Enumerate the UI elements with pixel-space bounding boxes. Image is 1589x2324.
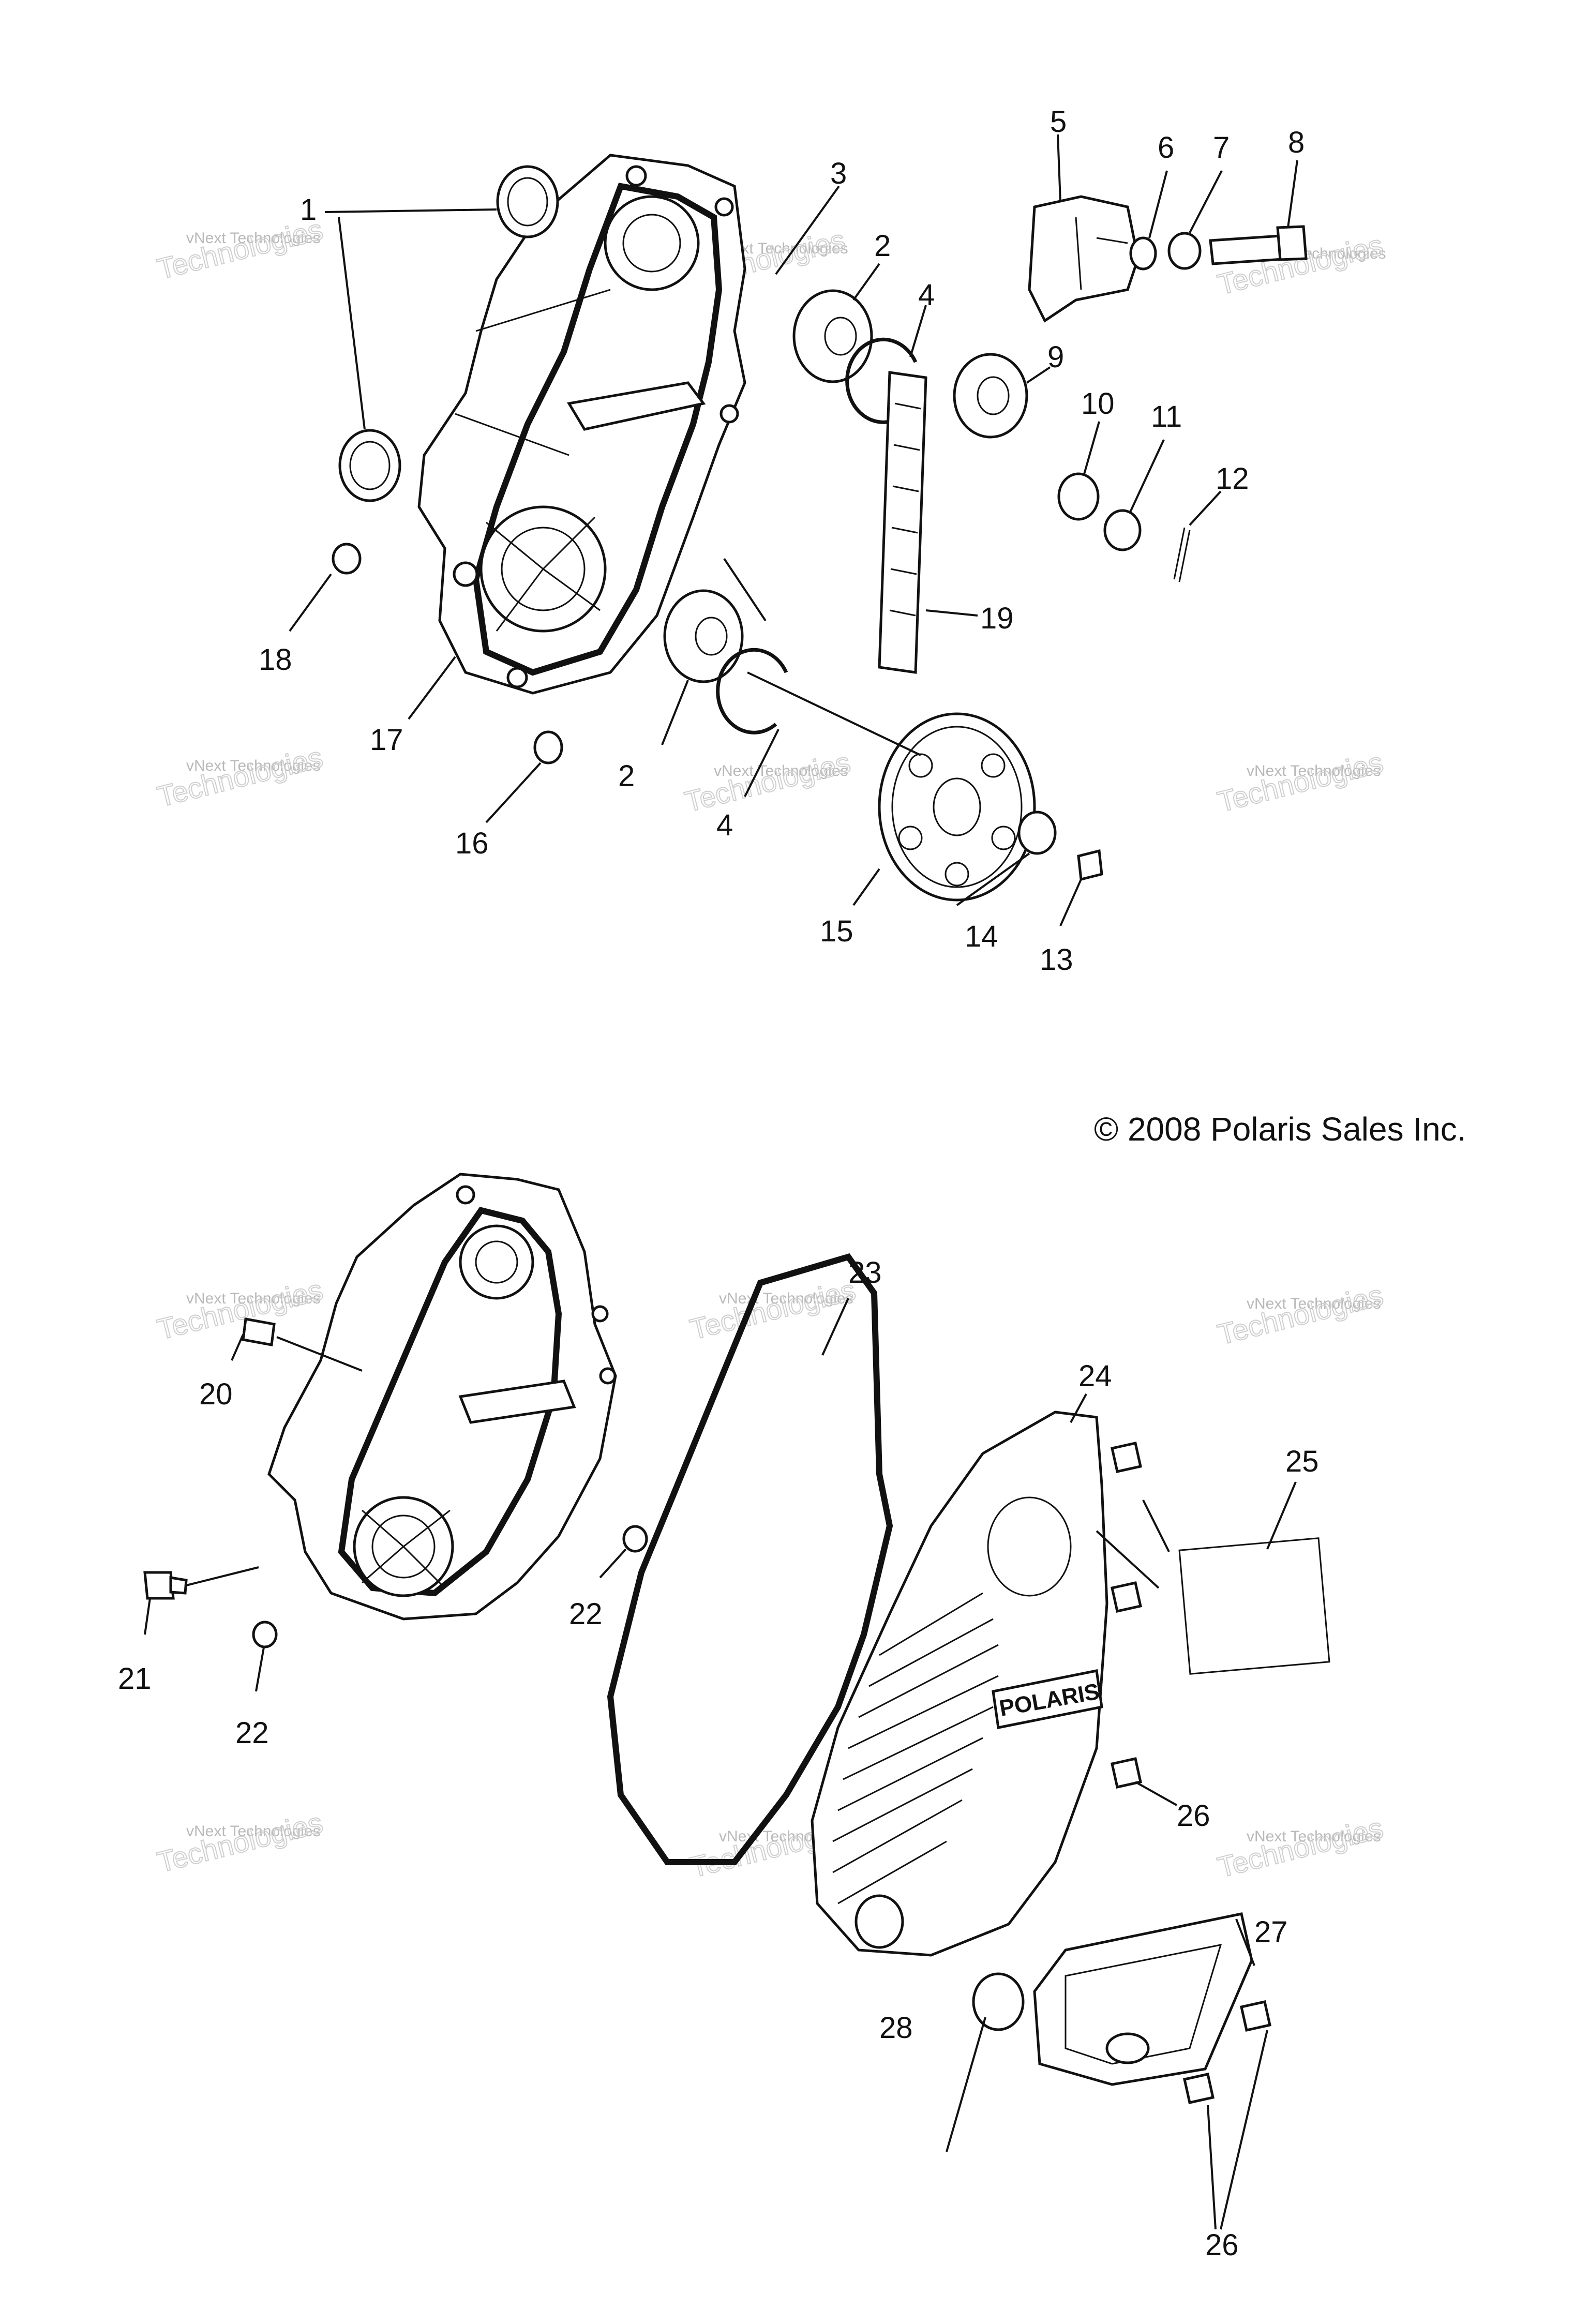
callout-3: 3 [830, 157, 847, 190]
watermark: vNext Technologies Technologies [686, 1272, 859, 1346]
watermark: vNext Technologies Technologies [154, 740, 326, 813]
svg-text:Technologies: Technologies [682, 745, 853, 818]
tensioner-bolt [1209, 225, 1308, 265]
bolt [1111, 1442, 1142, 1473]
callout-5: 5 [1050, 105, 1067, 139]
svg-text:Technologies: Technologies [1215, 1811, 1386, 1883]
bolt [1111, 1757, 1142, 1789]
snap-ring-upper [845, 337, 918, 424]
callout-4: 4 [918, 278, 935, 312]
svg-text:vNext Technologies: vNext Technologies [186, 230, 321, 247]
callout-28: 28 [879, 2011, 913, 2045]
callout-24: 24 [1078, 1359, 1112, 1393]
svg-text:Technologies: Technologies [154, 740, 326, 813]
callout-8: 8 [1288, 126, 1305, 159]
callout-13: 13 [1040, 943, 1073, 977]
bolt [1077, 849, 1103, 881]
svg-text:Technologies: Technologies [1215, 1278, 1386, 1351]
callout-2: 2 [618, 759, 635, 793]
callout-25: 25 [1285, 1445, 1319, 1478]
bolt [143, 1571, 188, 1600]
callout-11: 11 [1151, 400, 1182, 433]
bolt [1183, 2073, 1215, 2104]
callout-26: 26 [1177, 1799, 1210, 1833]
callout-14: 14 [965, 920, 998, 953]
copyright-notice: © 2008 Polaris Sales Inc. [1094, 1111, 1466, 1148]
nut [622, 1525, 648, 1553]
cotter-pin [1173, 527, 1191, 582]
fill-plug [332, 543, 362, 575]
nut [1167, 232, 1202, 270]
svg-text:Technologies: Technologies [154, 1273, 326, 1345]
svg-text:vNext Technologies: vNext Technologies [186, 1823, 321, 1840]
callout-21: 21 [118, 1662, 152, 1696]
svg-text:vNext Technologies: vNext Technologies [186, 757, 321, 774]
callout-10: 10 [1081, 387, 1115, 421]
leader-lines [144, 134, 1298, 2230]
callout-27: 27 [1254, 1915, 1288, 1949]
bearing-lower [663, 589, 744, 683]
callout-18: 18 [259, 643, 292, 677]
seal-bottom [338, 429, 401, 502]
dowel-pin [242, 1317, 276, 1346]
callout-23: 23 [848, 1256, 882, 1290]
chaincase-housing [267, 1173, 617, 1621]
callout-26: 26 [1205, 2228, 1239, 2262]
watermark: vNext Technologies Technologies [154, 1272, 326, 1346]
callout-17: 17 [370, 723, 403, 757]
svg-text:Technologies: Technologies [687, 1273, 859, 1345]
callout-15: 15 [820, 914, 853, 948]
callout-19: 19 [980, 602, 1014, 635]
nut [252, 1621, 278, 1648]
washer [1057, 472, 1100, 521]
seal [972, 1972, 1025, 2031]
watermark: vNext Technologies Technologies [1214, 1278, 1387, 1351]
washer [1017, 811, 1057, 855]
chaincase-cover: POLARIS [811, 1411, 1108, 1957]
callout-22: 22 [569, 1597, 603, 1631]
drive-chain [878, 371, 927, 674]
svg-text:vNext Technologies: vNext Technologies [1247, 1295, 1381, 1312]
callout-9: 9 [1047, 340, 1064, 374]
svg-text:Technologies: Technologies [154, 1806, 326, 1878]
driven-sprocket [878, 712, 1036, 902]
bolt [1240, 2000, 1271, 2032]
callout-22: 22 [235, 1716, 269, 1750]
svg-text:vNext Technologies: vNext Technologies [1247, 762, 1381, 779]
svg-text:vNext Technologies: vNext Technologies [714, 762, 848, 779]
washer [1129, 236, 1157, 271]
snap-ring-lower [716, 648, 788, 734]
chain-tensioner [1028, 195, 1140, 323]
cover-gasket [607, 1253, 893, 1865]
decal [1178, 1537, 1330, 1675]
svg-text:Technologies: Technologies [1215, 745, 1386, 818]
watermark: vNext Technologies Technologies [154, 1805, 326, 1879]
svg-text:vNext Technologies: vNext Technologies [1247, 1828, 1381, 1845]
watermark: vNext Technologies Technologies [681, 745, 854, 818]
seal-top [496, 165, 559, 238]
callout-12: 12 [1216, 462, 1249, 496]
callout-2: 2 [874, 229, 891, 263]
watermark: vNext Technologies Technologies [1214, 1810, 1387, 1884]
callout-4: 4 [716, 808, 733, 842]
nut [1103, 509, 1142, 551]
lower-guard [1033, 1912, 1253, 2086]
watermark: vNext Technologies Technologies [1214, 745, 1387, 818]
svg-text:vNext Technologies: vNext Technologies [719, 1290, 853, 1307]
drain-plug [533, 730, 563, 764]
chaincase-housing [417, 154, 746, 695]
callout-6: 6 [1158, 131, 1174, 164]
callout-16: 16 [455, 827, 489, 860]
bearing-upper [792, 289, 873, 383]
callout-7: 7 [1213, 131, 1230, 164]
bolt [1111, 1581, 1142, 1613]
callout-20: 20 [199, 1377, 233, 1411]
svg-text:vNext Technologies: vNext Technologies [186, 1290, 321, 1307]
callout-1: 1 [300, 193, 317, 227]
drive-sprocket [953, 353, 1028, 439]
